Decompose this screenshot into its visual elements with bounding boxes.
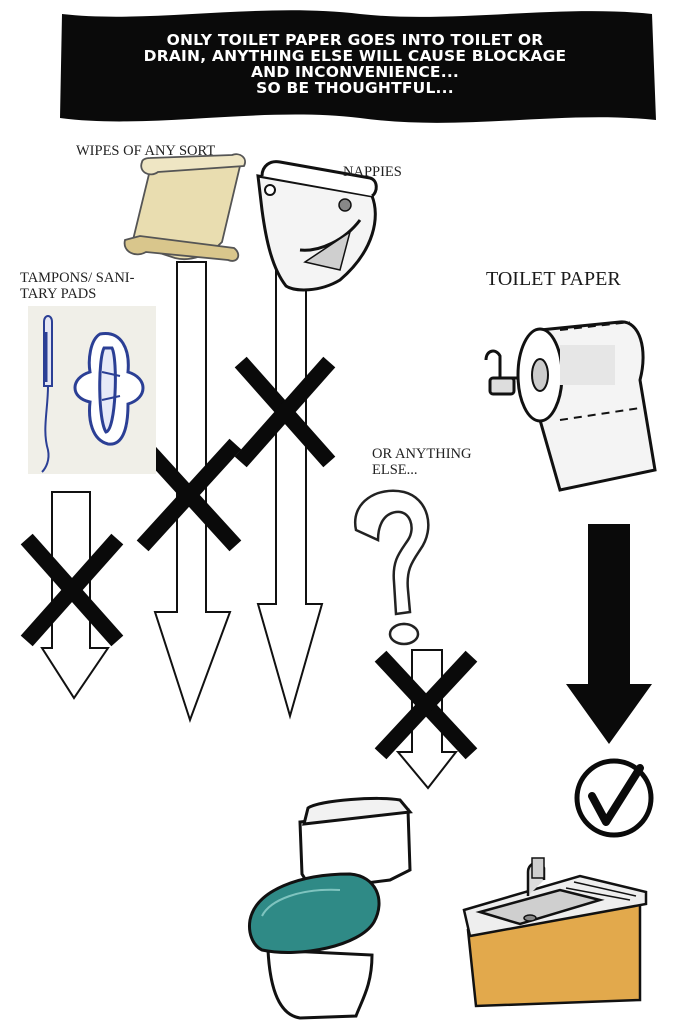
cross-icon: [136, 438, 242, 552]
toilet-icon: [248, 796, 413, 1020]
nappy-icon: [256, 160, 378, 292]
banner-line: DRAIN, ANYTHING ELSE WILL CAUSE BLOCKAGE: [143, 47, 567, 65]
banner-line: SO BE THOUGHTFUL...: [256, 79, 454, 97]
toilet-paper-label: TOILET PAPER: [486, 268, 621, 290]
banner-background: [60, 10, 656, 123]
tampons-label-line: TARY PADS: [20, 286, 97, 302]
nappies-arrow: [256, 269, 324, 720]
nappies-label: NAPPIES: [343, 164, 402, 180]
tampons-label-line: TAMPONS/ SANI-: [20, 270, 135, 286]
banner-line: ONLY TOILET PAPER GOES INTO TOILET OR: [166, 31, 544, 49]
cross-icon: [20, 533, 124, 647]
toilet-paper-arrow: [566, 524, 652, 744]
cross-icon: [374, 650, 478, 760]
tampon-icon: [41, 315, 53, 473]
wipes-scroll-icon: [123, 153, 246, 262]
anything-else-label-line: ELSE...: [372, 462, 418, 478]
cross-icon: [234, 356, 336, 468]
sanitary-pad-icon: [73, 332, 145, 446]
question-mark-icon: [353, 489, 430, 646]
anything-else-label-line: OR ANYTHING: [372, 446, 472, 462]
sink-icon: [462, 857, 648, 1008]
banner-line: AND INCONVENIENCE...: [250, 63, 459, 81]
wipes-label: WIPES OF ANY SORT: [76, 143, 216, 159]
toilet-roll-icon: [484, 320, 657, 492]
check-icon: [574, 758, 654, 838]
banner-message: ONLY TOILET PAPER GOES INTO TOILET OR DR…: [95, 32, 615, 96]
